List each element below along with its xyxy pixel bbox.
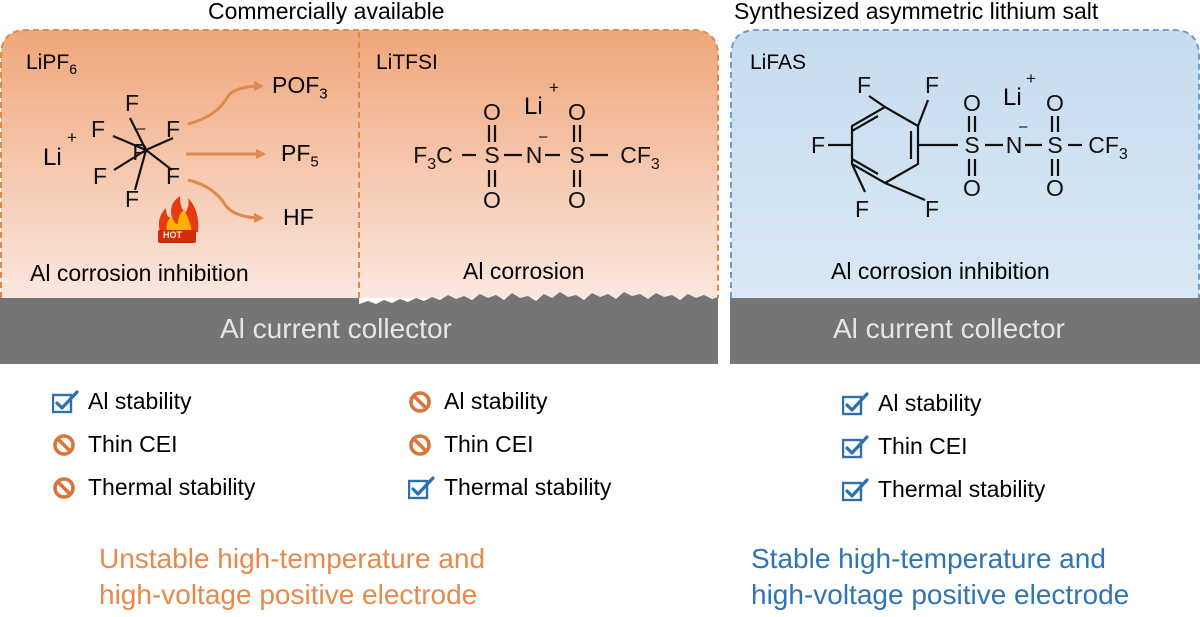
svg-text:F: F	[166, 116, 180, 142]
litfsi-caption: Al corrosion	[463, 258, 585, 284]
svg-text:F: F	[855, 196, 869, 222]
svg-text:F: F	[925, 196, 939, 222]
checklist-item-label: Thin CEI	[88, 431, 178, 457]
lipf6-checklist-item: Thermal stability	[52, 474, 255, 501]
svg-text:F: F	[166, 163, 180, 189]
synthesized-panel	[730, 29, 1200, 298]
lifas-name: LiFAS	[750, 51, 807, 74]
svg-text:N: N	[1006, 132, 1023, 158]
lipf6-name: LiPF6	[26, 51, 77, 78]
lipf6-p-charge: –	[137, 120, 146, 137]
conclusion-unstable: Unstable high-temperature and high-volta…	[99, 541, 485, 613]
lipf6-molecule	[112, 117, 174, 191]
checkbox-checked-icon	[407, 475, 436, 500]
svg-text:S: S	[484, 142, 499, 168]
litfsi-bonds	[462, 125, 608, 187]
commercial-panel	[0, 29, 719, 298]
lifas-checklist-item: Thermal stability	[841, 476, 1046, 503]
lipf6-checklist-item: Al stability	[51, 388, 192, 415]
lifas-li-ion: Li	[1003, 84, 1022, 111]
svg-text:F: F	[125, 186, 139, 212]
lipf6-checklist-item: Thin CEI	[52, 431, 177, 458]
svg-text:S: S	[1047, 132, 1062, 158]
lifas-benzene-ring	[828, 95, 1082, 202]
litfsi-checklist-item: Thin CEI	[408, 431, 533, 458]
lipf6-li-charge: +	[67, 128, 77, 147]
svg-text:S: S	[569, 142, 584, 168]
svg-text:F: F	[857, 72, 871, 98]
svg-text:P: P	[132, 139, 147, 165]
decomposition-arrows	[186, 81, 266, 223]
product-pf5: PF5	[281, 140, 319, 171]
header-commercially-available: Commercially available	[208, 0, 445, 24]
lipf6-fluorines: F F F P F F F	[91, 90, 180, 212]
litfsi-name: LiTFSI	[376, 51, 438, 74]
svg-text:F: F	[925, 72, 939, 98]
lifas-checklist-item: Thin CEI	[841, 433, 968, 460]
prohibited-icon	[52, 476, 80, 500]
collector-label-right: Al current collector	[833, 313, 1065, 344]
svg-text:F: F	[93, 163, 107, 189]
checklist-item-label: Al stability	[878, 390, 982, 416]
svg-text:O: O	[1046, 90, 1064, 116]
lifas-n-charge: –	[1019, 118, 1028, 135]
conclusion-stable: Stable high-temperature and high-voltage…	[751, 541, 1129, 613]
checklist-item-label: Al stability	[444, 388, 548, 414]
product-pof3: POF3	[272, 72, 328, 103]
prohibited-icon	[408, 390, 436, 414]
hot-label: HOT	[163, 230, 182, 240]
al-collector-left	[0, 292, 718, 364]
litfsi-checklist-item: Thermal stability	[407, 474, 612, 501]
checkbox-checked-icon	[841, 434, 870, 459]
product-hf: HF	[283, 204, 314, 230]
svg-text:O: O	[963, 90, 981, 116]
lipf6-caption: Al corrosion inhibition	[30, 260, 249, 286]
prohibited-icon	[408, 433, 436, 457]
checkbox-checked-icon	[841, 477, 870, 502]
checkbox-checked-icon	[51, 389, 80, 414]
svg-text:O: O	[483, 99, 501, 125]
svg-text:O: O	[1046, 175, 1064, 201]
conclusion-right-line1: Stable high-temperature and	[751, 543, 1106, 574]
conclusion-left-line2: high-voltage positive electrode	[99, 579, 478, 610]
checklist-item-label: Thermal stability	[444, 474, 612, 500]
checklist-item-label: Thin CEI	[878, 433, 968, 459]
lifas-checklist-item: Al stability	[841, 390, 982, 417]
svg-text:O: O	[963, 175, 981, 201]
svg-text:O: O	[483, 187, 501, 213]
checkbox-checked-icon	[841, 391, 870, 416]
litfsi-li-charge: +	[549, 78, 559, 97]
lifas-li-charge: +	[1026, 69, 1036, 88]
lipf6-li-ion: Li	[43, 144, 62, 171]
checklist-item-label: Thin CEI	[444, 431, 534, 457]
svg-text:S: S	[964, 132, 979, 158]
lifas-atoms: F F F F F O O S N S CF3 O O	[811, 72, 1128, 222]
svg-text:F: F	[125, 90, 139, 116]
collector-label-left: Al current collector	[220, 313, 452, 344]
checklist-item-label: Thermal stability	[88, 474, 256, 500]
checklist-item-label: Al stability	[88, 388, 192, 414]
checklist-item-label: Thermal stability	[878, 476, 1046, 502]
svg-text:N: N	[526, 142, 543, 168]
conclusion-right-line2: high-voltage positive electrode	[751, 579, 1130, 610]
prohibited-icon	[52, 433, 80, 457]
svg-text:F: F	[811, 132, 825, 158]
litfsi-checklist-item: Al stability	[408, 388, 548, 415]
lifas-caption: Al corrosion inhibition	[831, 258, 1050, 284]
al-collector-right	[730, 298, 1200, 364]
conclusion-left-line1: Unstable high-temperature and	[99, 543, 486, 574]
hot-flame-icon	[158, 196, 199, 243]
svg-text:O: O	[568, 99, 586, 125]
svg-text:O: O	[568, 187, 586, 213]
litfsi-n-charge: –	[539, 128, 548, 145]
svg-text:F: F	[91, 116, 105, 142]
litfsi-li-ion: Li	[524, 93, 543, 120]
litfsi-atoms: O O F3C S N S CF3 O O	[413, 99, 660, 213]
header-synthesized-salt: Synthesized asymmetric lithium salt	[734, 0, 1099, 24]
